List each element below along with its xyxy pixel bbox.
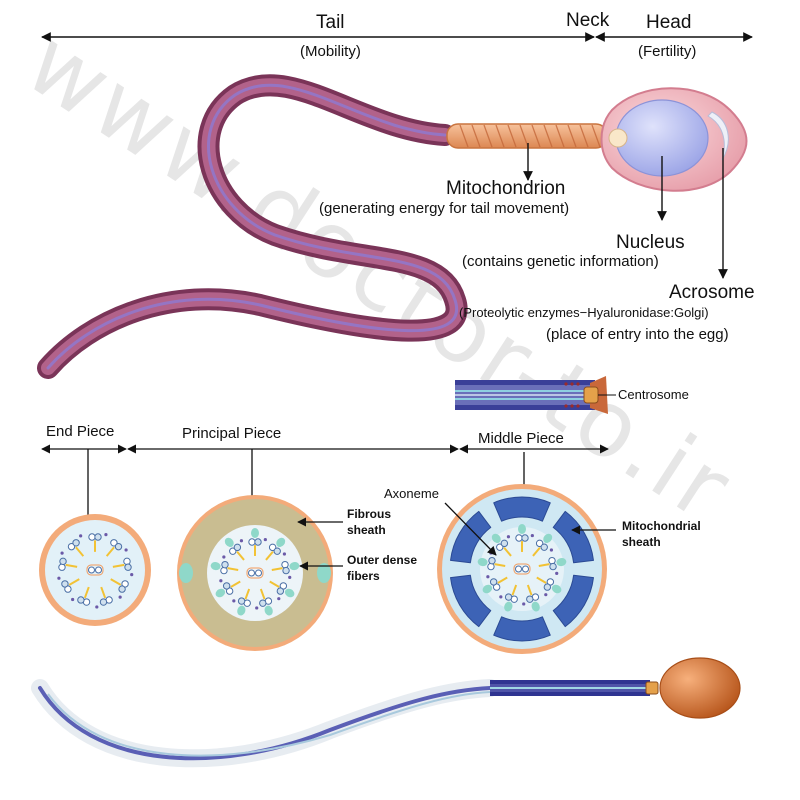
tail-label: Tail — [316, 12, 345, 33]
mitochondrial-sheath-label-1: Mitochondrial — [622, 519, 701, 533]
cross-section-middle-piece — [437, 484, 607, 654]
outer-dense-fibers-label-2: fibers — [347, 569, 380, 583]
tail-sub-label: (Mobility) — [300, 43, 361, 60]
cross-section-principal-piece — [177, 495, 333, 651]
cross-section-end-piece — [39, 514, 151, 626]
mitochondrion-label: Mitochondrion — [446, 178, 565, 199]
centrosome-detail — [455, 376, 608, 414]
acrosome-label: Acrosome — [669, 282, 755, 303]
outer-dense-fibers-label-1: Outer dense — [347, 553, 417, 567]
fibrous-sheath-label-2: sheath — [347, 523, 386, 537]
acrosome-desc-1: (Proteolytic enzymes−Hyaluronidase:Golgi… — [459, 305, 709, 320]
nucleus-label: Nucleus — [616, 232, 685, 253]
mitochondrial-sheath-label-2: sheath — [622, 535, 661, 549]
acrosome-desc-2: (place of entry into the egg) — [546, 326, 729, 343]
sperm-illustration-large — [37, 74, 748, 379]
sperm-illustration-bottom — [31, 657, 741, 768]
bottom-head — [659, 657, 741, 719]
mitochondrion-desc: (generating energy for tail movement) — [319, 200, 569, 217]
mitochondrial-sheath-segments — [450, 496, 594, 642]
head-sub-label: (Fertility) — [638, 43, 696, 60]
fibrous-sheath-label-1: Fibrous — [347, 507, 391, 521]
acrosome-shape — [707, 111, 729, 161]
centriole-dot — [608, 128, 628, 148]
midpiece-coils — [459, 124, 601, 148]
end-piece-label: End Piece — [46, 423, 114, 440]
axoneme-end — [57, 533, 134, 609]
neck-label: Neck — [566, 10, 610, 31]
axoneme-label: Axoneme — [384, 486, 439, 501]
axoneme-middle — [477, 524, 567, 612]
head-label: Head — [646, 12, 691, 33]
axoneme-principal — [210, 528, 300, 616]
axoneme-leader — [444, 502, 497, 556]
principal-piece-label: Principal Piece — [182, 425, 281, 442]
nucleus-desc: (contains genetic information) — [462, 253, 659, 270]
centrosome-label: Centrosome — [618, 387, 689, 402]
watermark-text: www.doctor-to.ir — [8, 9, 751, 544]
middle-piece-label: Middle Piece — [478, 430, 564, 447]
